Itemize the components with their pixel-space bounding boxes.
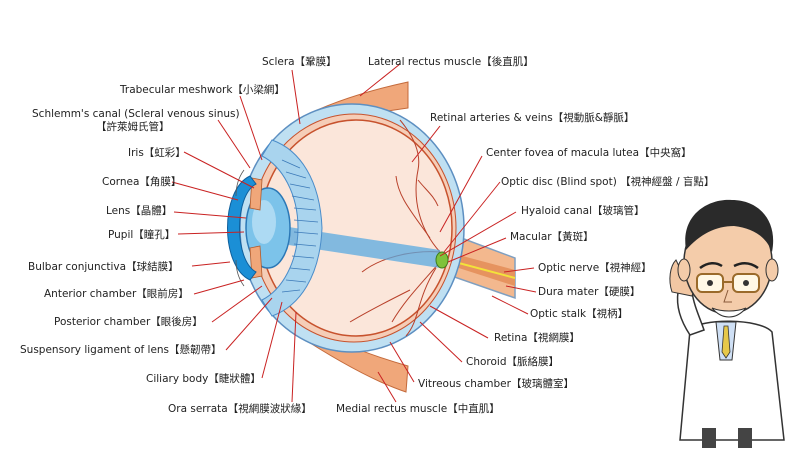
label-pupil: Pupil【瞳孔】 [108,229,176,241]
doctor-cartoon [669,199,785,448]
label-schlemm-canal: Schlemm's canal (Scleral venous sinus) [32,108,240,120]
label-lens: Lens【晶體】 [106,205,173,217]
label-ciliary-body: Ciliary body【睫狀體】 [146,373,261,385]
label-schlemm-canal-cn: 【許萊姆氏管】 [96,121,170,133]
label-trabecular-meshwork: Trabecular meshwork【小梁網】 [120,84,285,96]
label-dura-mater: Dura mater【硬膜】 [538,286,641,298]
label-optic-stalk: Optic stalk【視柄】 [530,308,629,320]
label-optic-nerve: Optic nerve【視神經】 [538,262,652,274]
label-ora-serrata: Ora serrata【視網膜波狀緣】 [168,403,312,415]
label-choroid: Choroid【脈絡膜】 [466,356,560,368]
label-center-fovea: Center fovea of macula lutea【中央窩】 [486,147,692,159]
retinal-vessels [349,119,441,337]
label-iris: Iris【虹彩】 [128,147,186,159]
label-posterior-chamber: Posterior chamber【眼後房】 [54,316,203,328]
label-sclera: Sclera【鞏膜】 [262,56,337,68]
label-vitreous-chamber: Vitreous chamber【玻璃體室】 [418,378,574,390]
label-retina: Retina【視網膜】 [494,332,580,344]
label-anterior-chamber: Anterior chamber【眼前房】 [44,288,189,300]
cornea [227,175,257,281]
label-bulbar-conjunctiva: Bulbar conjunctiva【球結膜】 [28,261,179,273]
label-hyaloid-canal: Hyaloid canal【玻璃管】 [521,205,645,217]
label-optic-disc: Optic disc (Blind spot) 【視神經盤 / 盲點】 [501,176,715,188]
label-medial-rectus: Medial rectus muscle【中直肌】 [336,403,500,415]
leader-lines [171,63,537,403]
label-lateral-rectus: Lateral rectus muscle【後直肌】 [368,56,534,68]
label-macular: Macular【黃斑】 [510,231,594,243]
optic-disc [435,251,449,269]
label-suspensory-ligament: Suspensory ligament of lens【懸韌帶】 [20,344,222,356]
label-cornea: Cornea【角膜】 [102,176,182,188]
label-retinal-arteries: Retinal arteries & veins【視動脈&靜脈】 [430,112,635,124]
